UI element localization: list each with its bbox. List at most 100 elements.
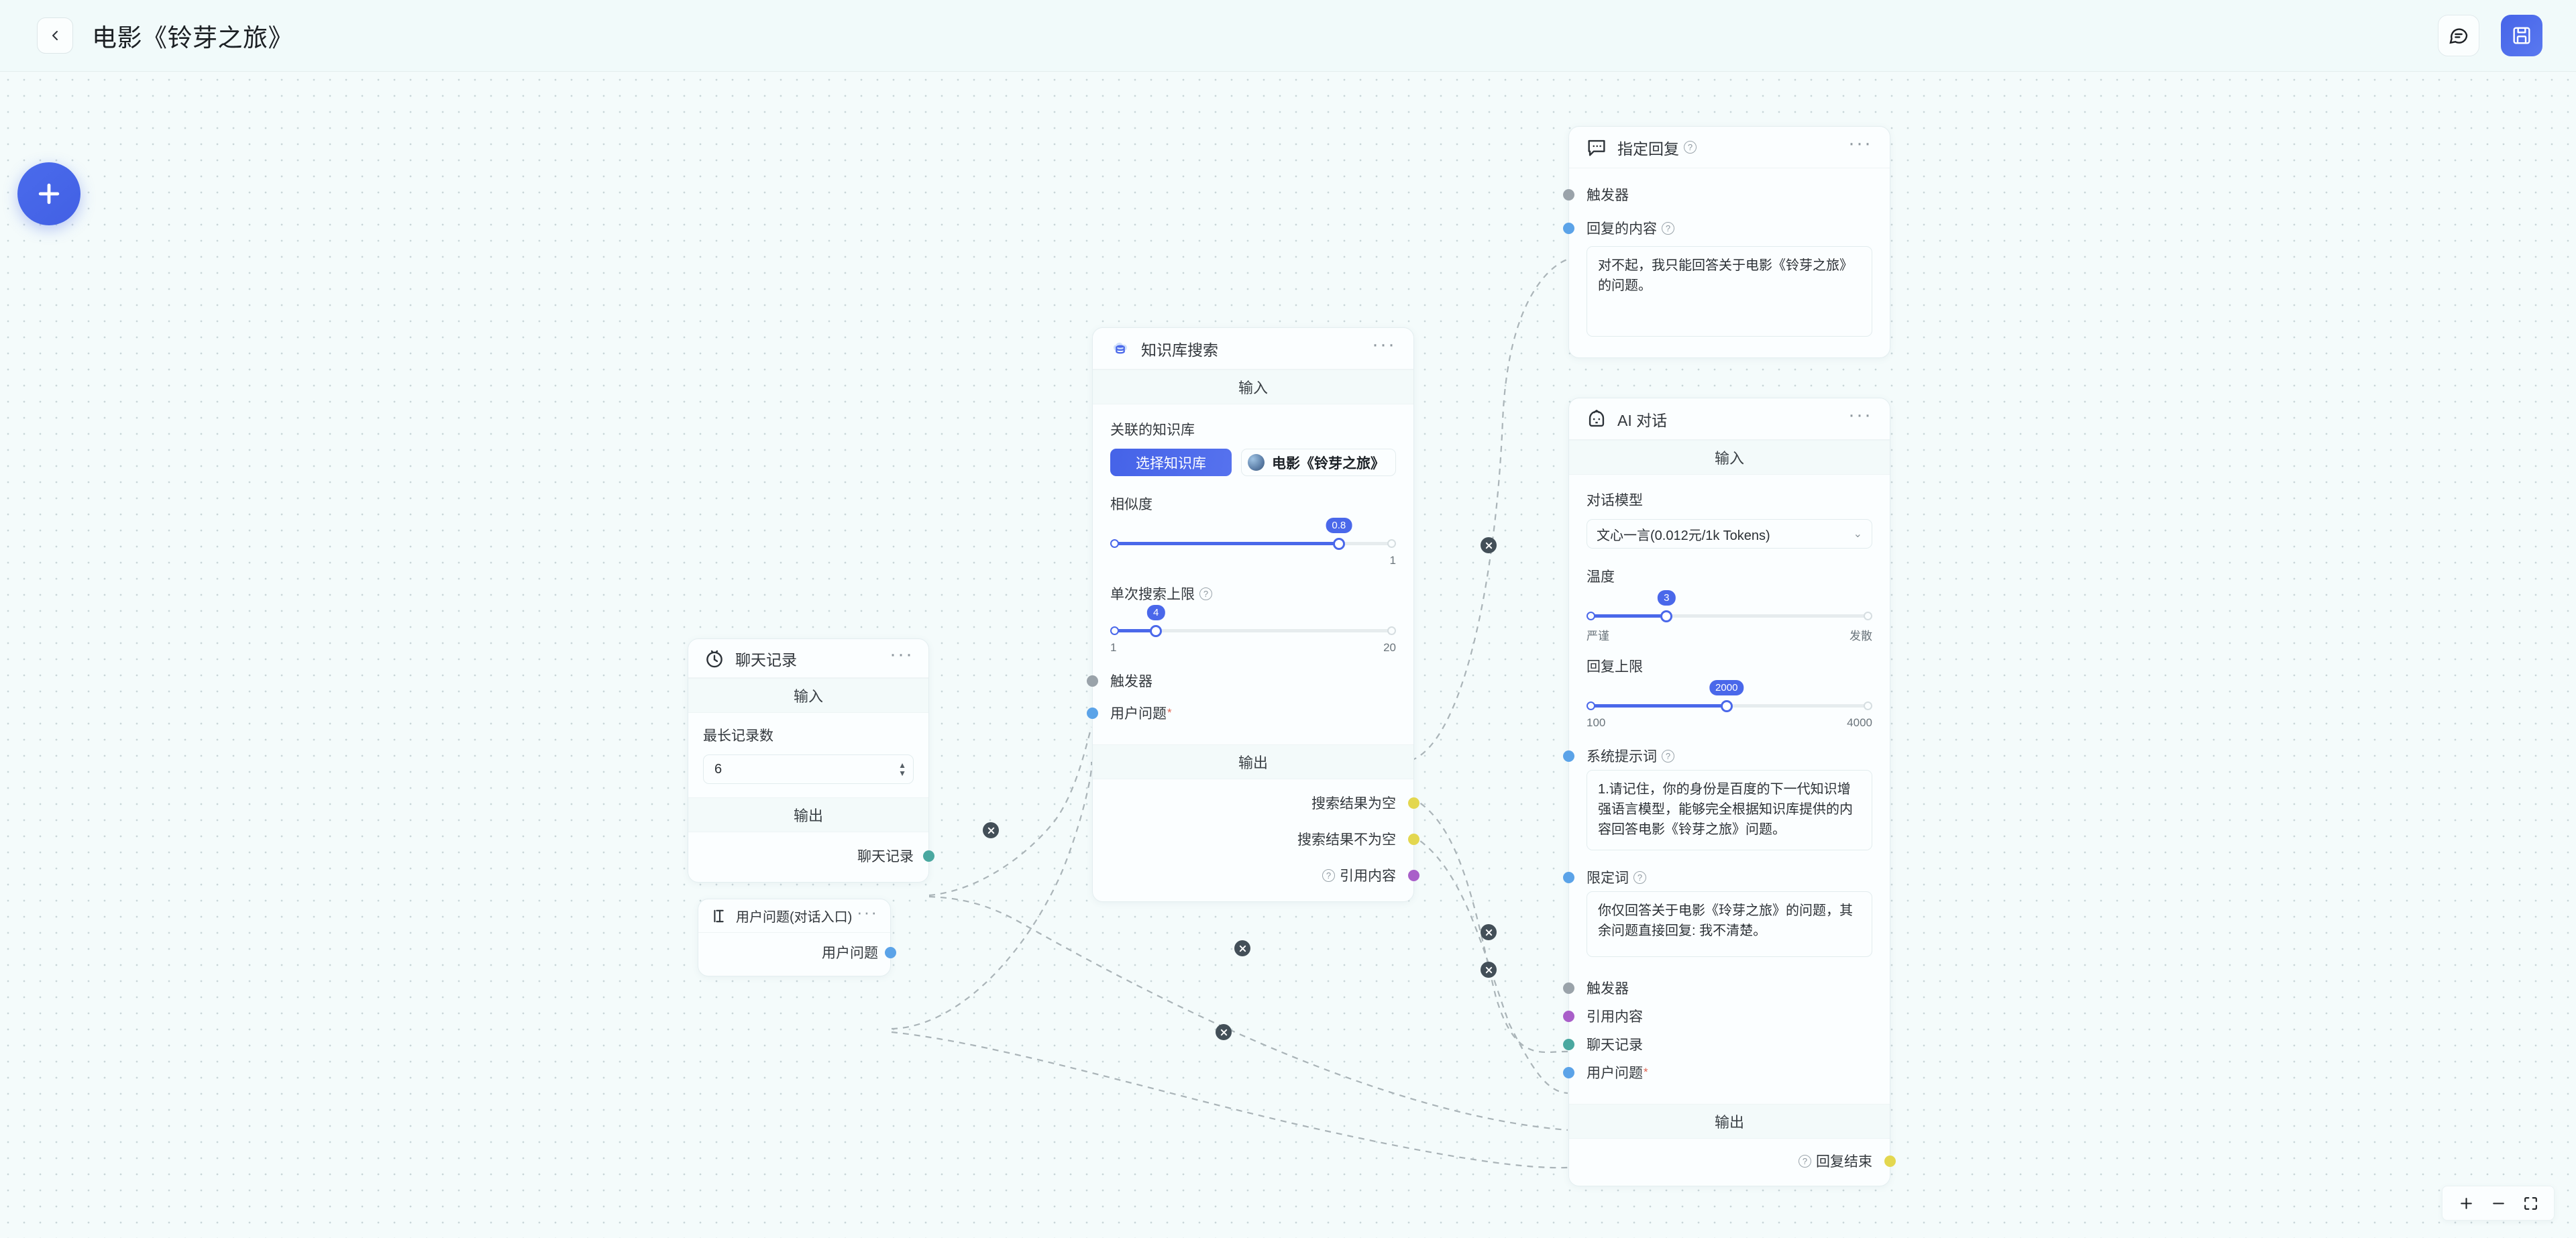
node-header[interactable]: 聊天记录 ··· [688,639,928,678]
stepper-arrows[interactable]: ▲ ▼ [898,760,906,778]
slider-max-handle [1387,626,1396,635]
slider-fill [1587,704,1727,708]
port-row-trigger[interactable]: 触发器 [1563,974,1872,1002]
zoom-in-button[interactable] [2453,1190,2479,1216]
port-row-chat-log[interactable]: 聊天记录 [1563,1030,1872,1058]
close-icon [1239,945,1246,952]
minus-icon [2492,1202,2504,1204]
help-icon[interactable]: ? [1199,587,1212,600]
node-menu-button[interactable]: ··· [1848,131,1872,154]
node-specified-reply[interactable]: 指定回复 ? ··· 触发器 回复的内容 ? [1563,126,1890,358]
edge-delete-button[interactable] [1481,537,1497,553]
port-quote[interactable] [1563,1010,1574,1022]
help-icon[interactable]: ? [1662,749,1674,763]
port-row-not-empty-result[interactable]: 搜索结果不为空 [1110,825,1419,853]
node-header[interactable]: 用户问题(对话入口) ··· [698,899,890,933]
system-prompt-textarea[interactable] [1587,770,1872,850]
port-reply-end[interactable] [1884,1155,1896,1167]
node-header[interactable]: AI 对话 ··· [1569,398,1890,440]
port-row-trigger[interactable]: 触发器 [1563,180,1872,209]
slider-knob[interactable] [1332,538,1345,550]
port-row-chat-log-out[interactable]: 聊天记录 [703,842,934,870]
node-menu-button[interactable]: ··· [1372,333,1396,355]
stepper-down-icon[interactable]: ▼ [898,768,906,778]
edge-delete-button[interactable] [983,822,999,838]
node-menu-button[interactable]: ··· [857,901,878,922]
port-row-system-prompt[interactable]: 系统提示词 ? [1563,742,1872,770]
close-icon [1485,929,1492,936]
temperature-slider[interactable]: 3 [1587,590,1872,624]
kb-chip[interactable]: 电影《铃芽之旅》 [1241,449,1396,476]
port-not-empty-result[interactable] [1408,833,1419,845]
node-ai-chat[interactable]: AI 对话 ··· 输入 对话模型 文心一言(0.012元/1k Tokens)… [1563,398,1896,1186]
search-limit-slider[interactable]: 4 [1110,605,1396,638]
help-icon[interactable]: ? [1322,868,1335,882]
search-limit-label: 单次搜索上限 ? [1110,583,1396,604]
port-row-user-question-out[interactable]: 用户问题 [710,941,896,964]
required-marker: * [1167,706,1172,719]
edge-delete-button[interactable] [1234,940,1250,956]
port-row-trigger[interactable]: 触发器 [1087,667,1396,695]
port-user-question-out[interactable] [885,946,896,958]
help-icon[interactable]: ? [1633,870,1646,884]
port-row-reply-content[interactable]: 回复的内容 ? [1563,214,1872,242]
port-row-quote[interactable]: 引用内容 [1563,1002,1872,1030]
input-section-band: 输入 [1093,370,1413,404]
fit-to-screen-button[interactable] [2518,1190,2543,1216]
port-row-reply-end[interactable]: ? 回复结束 [1587,1147,1896,1175]
port-quote-content[interactable] [1408,869,1419,881]
port-user-question[interactable] [1563,1066,1574,1078]
workflow-canvas[interactable]: 指定回复 ? ··· 触发器 回复的内容 ? [0,72,2576,1238]
port-limit-word[interactable] [1563,871,1574,883]
back-button[interactable] [37,17,73,54]
stepper-up-icon[interactable]: ▲ [898,760,906,770]
zoom-out-button[interactable] [2485,1190,2511,1216]
slider-knob[interactable] [1660,610,1673,622]
port-row-user-question[interactable]: 用户问题* [1087,699,1396,727]
port-reply-content[interactable] [1563,222,1574,234]
edge-delete-button[interactable] [1481,924,1497,940]
node-chat-log[interactable]: 聊天记录 ··· 输入 最长记录数 6 ▲ ▼ 输出 聊天记录 [688,638,934,883]
limit-word-textarea[interactable] [1587,891,1872,957]
port-empty-result[interactable] [1408,797,1419,809]
node-header[interactable]: 指定回复 ? ··· [1569,127,1890,168]
slider-min-handle [1587,701,1595,710]
robot-head-icon [1585,408,1608,431]
node-header[interactable]: 知识库搜索 ··· [1093,328,1413,370]
help-icon[interactable]: ? [1684,141,1697,154]
floppy-save-icon [2513,27,2530,44]
scale-min-label: 100 [1587,716,1606,729]
reply-content-textarea[interactable] [1587,246,1872,337]
node-kb-search[interactable]: 知识库搜索 ··· 输入 关联的知识库 选择知识库 电影《铃芽之旅》 相似度 0… [1087,327,1419,902]
port-user-question[interactable] [1087,707,1098,719]
edge-delete-button[interactable] [1481,962,1497,978]
slider-knob[interactable] [1150,625,1163,637]
help-icon[interactable]: ? [1799,1154,1811,1168]
node-user-question[interactable]: 用户问题(对话入口) ··· 用户问题 [698,899,896,976]
port-trigger[interactable] [1563,982,1574,994]
node-menu-button[interactable]: ··· [890,642,914,665]
port-row-quote-content[interactable]: ? 引用内容 [1110,861,1419,889]
port-row-limit-word[interactable]: 限定词 ? [1563,863,1872,891]
add-node-button[interactable] [17,162,80,225]
port-chat-log[interactable] [1563,1038,1574,1050]
port-trigger[interactable] [1563,188,1574,201]
port-chat-log-out[interactable] [923,850,934,862]
max-records-stepper[interactable]: 6 ▲ ▼ [703,754,914,784]
port-row-user-question[interactable]: 用户问题* [1563,1058,1872,1086]
save-button[interactable] [2501,15,2542,56]
scale-max-label: 1 [1389,554,1396,567]
chat-button[interactable] [2438,15,2479,56]
port-row-empty-result[interactable]: 搜索结果为空 [1110,789,1419,817]
port-system-prompt[interactable] [1563,750,1574,762]
slider-knob[interactable] [1720,700,1733,712]
help-icon[interactable]: ? [1662,221,1674,235]
select-kb-button[interactable]: 选择知识库 [1110,449,1232,476]
similarity-slider[interactable]: 0.8 [1110,518,1396,551]
port-trigger[interactable] [1087,675,1098,687]
model-select[interactable]: 文心一言(0.012元/1k Tokens) ⌄ [1587,519,1872,549]
edge-delete-button[interactable] [1216,1024,1232,1040]
max-reply-slider[interactable]: 2000 [1587,680,1872,714]
node-menu-button[interactable]: ··· [1848,403,1872,426]
edge-chatlog-to-ai [928,895,1568,1131]
